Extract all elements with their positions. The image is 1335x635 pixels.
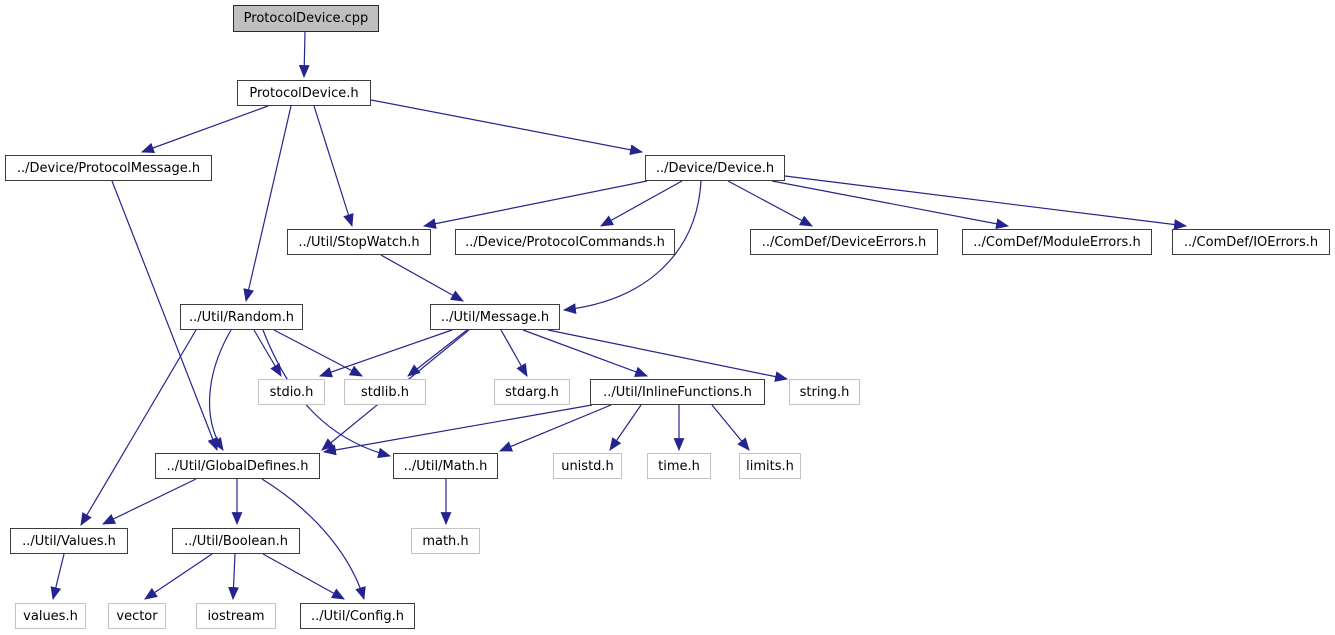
edge-protocoldevice-h-to-util-random-h [243, 105, 292, 303]
node-util-random-h[interactable]: ../Util/Random.h [180, 304, 303, 330]
edge-util-boolean-h-to-vector [144, 553, 213, 600]
node-vector: vector [108, 603, 166, 629]
edge-util-globaldefines-h-to-util-config-h [261, 478, 366, 601]
node-util-stopwatch-h[interactable]: ../Util/StopWatch.h [287, 229, 431, 255]
node-stdarg-h: stdarg.h [494, 379, 570, 405]
node-util-message-h[interactable]: ../Util/Message.h [430, 304, 560, 330]
node-unistd-h: unistd.h [553, 453, 622, 479]
edge-util-inlinefunctions-h-to-limits-h [711, 404, 750, 451]
edge-protocoldevice-h-to-util-stopwatch-h [313, 105, 354, 228]
edge-util-inlinefunctions-h-to-util-globaldefines-h [322, 404, 593, 456]
node-comdef-moduleerrors-h[interactable]: ../ComDef/ModuleErrors.h [962, 229, 1152, 255]
edge-util-random-h-to-stdlib-h [273, 329, 363, 377]
edge-device-device-h-to-device-protocolcommands-h [600, 180, 683, 227]
edge-util-inlinefunctions-h-to-unistd-h [609, 404, 642, 451]
edge-device-device-h-to-util-stopwatch-h [422, 180, 648, 229]
edge-util-message-h-to-string-h [547, 329, 789, 382]
node-comdef-ioerrors-h[interactable]: ../ComDef/IOErrors.h [1172, 229, 1330, 255]
node-comdef-deviceerrors-h[interactable]: ../ComDef/DeviceErrors.h [750, 229, 938, 255]
node-device-protocolmessage-h[interactable]: ../Device/ProtocolMessage.h [5, 155, 212, 181]
node-stdio-h: stdio.h [258, 379, 325, 405]
edge-util-values-h-to-values-h [50, 553, 65, 601]
edge-protocoldevice-h-to-device-protocolmessage-h [140, 105, 269, 154]
edge-util-inlinefunctions-h-to-util-math-h [498, 404, 612, 452]
edge-util-message-h-to-stdio-h [318, 329, 453, 378]
edge-protocoldevice-h-to-device-device-h [370, 99, 644, 156]
edge-device-device-h-to-util-message-h [562, 180, 702, 314]
edge-util-message-h-to-stdlib-h [407, 329, 468, 377]
edge-util-random-h-to-util-values-h [80, 329, 197, 526]
node-util-boolean-h[interactable]: ../Util/Boolean.h [172, 528, 300, 554]
edge-device-device-h-to-comdef-deviceerrors-h [727, 180, 813, 227]
edge-util-globaldefines-h-to-util-values-h [102, 478, 197, 525]
node-util-inlinefunctions-h[interactable]: ../Util/InlineFunctions.h [590, 379, 765, 405]
edge-util-message-h-to-util-inlinefunctions-h [522, 329, 649, 377]
node-stdlib-h: stdlib.h [344, 379, 426, 405]
node-values-h: values.h [15, 603, 86, 629]
edge-util-boolean-h-to-iostream [228, 553, 239, 601]
node-time-h: time.h [647, 453, 711, 479]
node-limits-h: limits.h [739, 453, 801, 479]
node-protocoldevice-cpp: ProtocolDevice.cpp [233, 5, 379, 32]
node-math-h: math.h [411, 528, 480, 554]
node-util-values-h[interactable]: ../Util/Values.h [10, 528, 128, 554]
edge-util-message-h-to-stdarg-h [500, 329, 528, 377]
edge-util-random-h-to-util-globaldefines-h [209, 329, 232, 451]
node-device-protocolcommands-h[interactable]: ../Device/ProtocolCommands.h [455, 229, 675, 255]
edge-device-protocolmessage-h-to-util-globaldefines-h [111, 180, 218, 452]
edge-protocoldevice-cpp-to-protocoldevice-h [298, 31, 310, 79]
node-string-h: string.h [789, 379, 860, 405]
node-device-device-h[interactable]: ../Device/Device.h [645, 155, 785, 181]
node-protocoldevice-h[interactable]: ProtocolDevice.h [237, 80, 371, 106]
node-util-globaldefines-h[interactable]: ../Util/GlobalDefines.h [155, 453, 320, 479]
node-util-math-h[interactable]: ../Util/Math.h [393, 453, 498, 479]
edge-util-stopwatch-h-to-util-message-h [380, 254, 464, 302]
edge-util-random-h-to-stdio-h [253, 329, 282, 377]
edge-util-random-h-to-util-math-h [262, 329, 392, 459]
edge-device-device-h-to-comdef-ioerrors-h [784, 175, 1188, 230]
edge-device-device-h-to-comdef-moduleerrors-h [771, 180, 1010, 230]
edge-util-boolean-h-to-util-config-h [262, 553, 345, 600]
node-iostream: iostream [196, 603, 276, 629]
node-util-config-h[interactable]: ../Util/Config.h [300, 603, 415, 629]
